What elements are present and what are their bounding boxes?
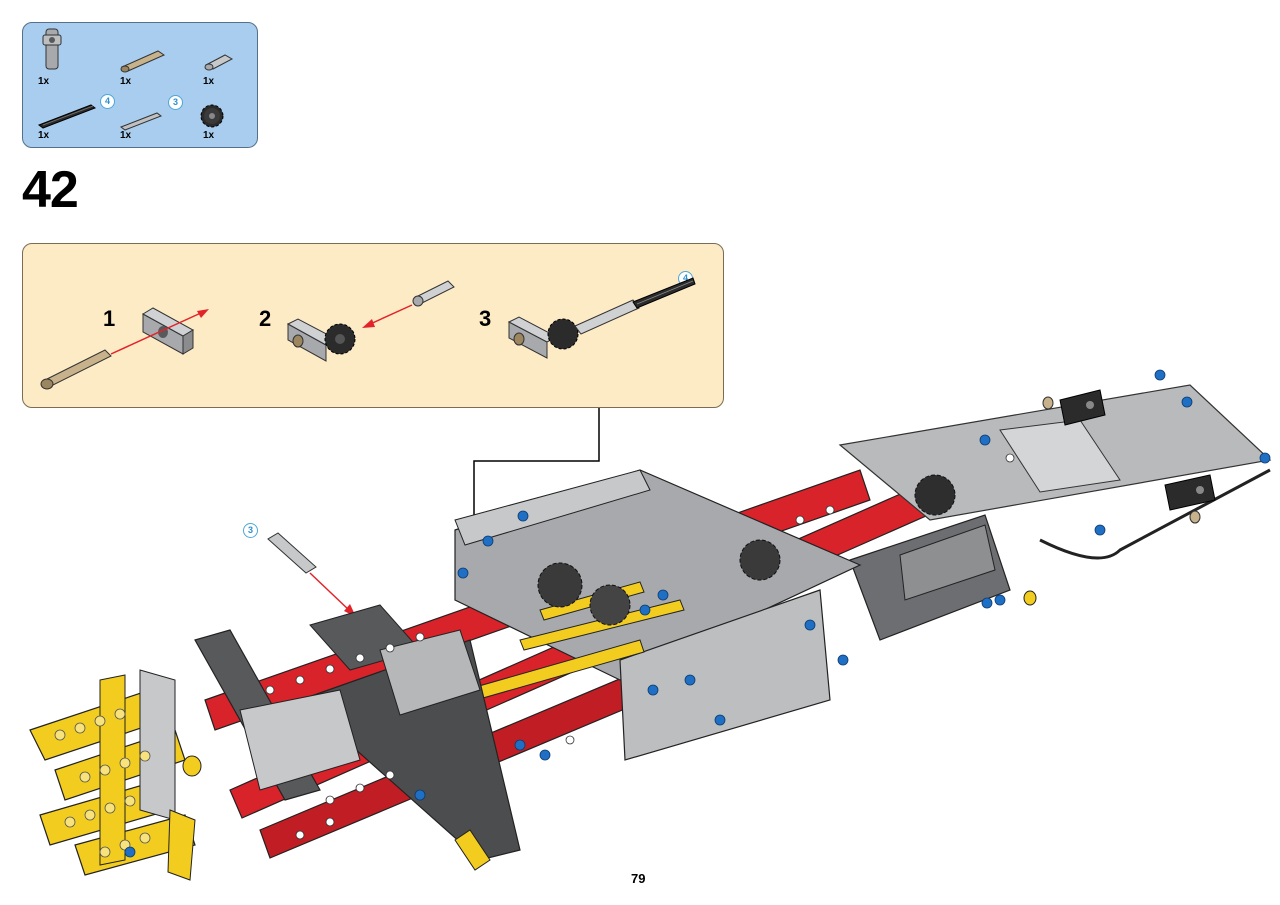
main-length-callout: 3 — [243, 523, 258, 538]
tan-axle-qty: 1x — [120, 76, 132, 87]
gray-axle-part-icon — [119, 112, 163, 131]
page-number: 79 — [631, 871, 646, 886]
gray-axle-qty: 1x — [120, 130, 132, 141]
black-axle-qty: 1x — [38, 130, 50, 141]
parts-list-box: 1x 1x 1x 4 1x 3 1x 1x — [22, 22, 258, 148]
substep-label-1: 1 — [103, 306, 116, 331]
connector-part-icon — [42, 28, 62, 70]
substep-3-illustration — [507, 277, 696, 359]
substep-box: 1 2 3 4 — [22, 243, 724, 408]
bush-part-icon — [204, 54, 234, 71]
bush-qty: 1x — [203, 76, 215, 87]
black-axle-part-icon — [37, 104, 97, 129]
length-3-callout: 3 — [168, 95, 183, 110]
tan-axle-part-icon — [120, 50, 166, 73]
substep-1-illustration — [40, 307, 209, 390]
length-4-callout: 4 — [100, 94, 115, 109]
gear-qty: 1x — [203, 130, 215, 141]
step-number: 42 — [22, 161, 79, 219]
substep-2-illustration — [286, 280, 455, 362]
connector-qty: 1x — [38, 76, 50, 87]
substep-label-3: 3 — [479, 306, 492, 331]
substep-label-2: 2 — [259, 306, 272, 331]
gear-part-icon — [200, 104, 224, 128]
